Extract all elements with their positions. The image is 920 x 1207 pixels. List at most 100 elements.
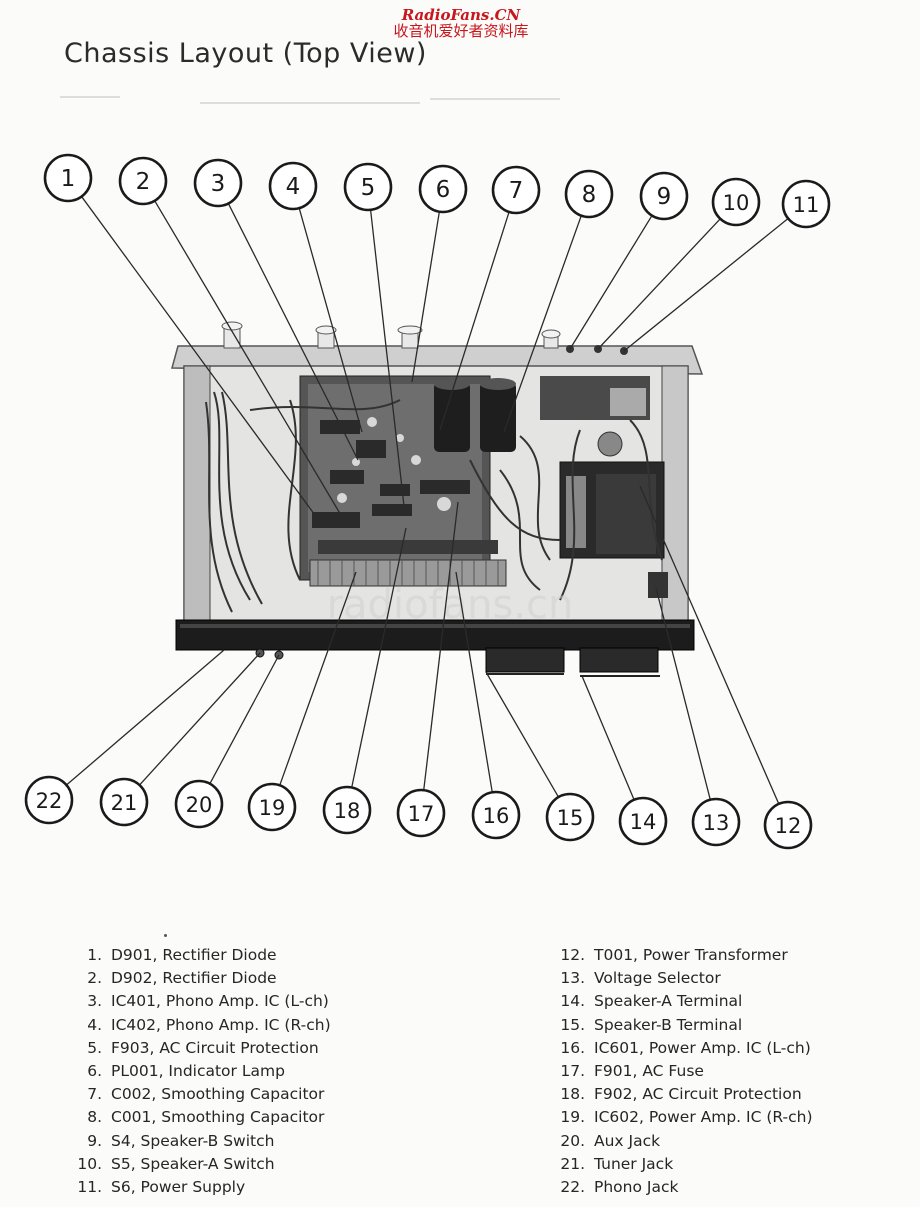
legend-item: 3. IC401, Phono Amp. IC (L-ch) [70,990,331,1013]
legend-item-number: 21. [560,1154,585,1173]
scan-artifacts [60,96,560,104]
callout-13: 13 [691,797,741,847]
callout-circle-12 [763,800,813,850]
callout-circle-17 [396,788,446,838]
leader-line-10 [597,218,721,350]
legend-item-text: PL001, Indicator Lamp [111,1061,285,1080]
legend-item-number: 22. [560,1177,585,1196]
callout-5: 5 [343,162,393,212]
legend-item-number: 19. [560,1108,585,1127]
callout-6: 6 [418,164,468,214]
callout-9: 9 [639,171,689,221]
callout-circle-7 [491,165,541,215]
leader-line-14 [581,675,635,801]
radiofans-watermark: RadioFans.CN 收音机爱好者资料库 [376,6,546,40]
callout-circle-4 [268,161,318,211]
legend-item-text: S6, Power Supply [111,1177,246,1196]
legend-item: 11. S6, Power Supply [70,1176,331,1199]
callout-number-20: 20 [186,793,213,817]
legend-item: 10. S5, Speaker-A Switch [70,1153,331,1176]
chassis-diagram: radiofans.cn 123456789101122212019181716… [24,96,831,850]
legend-item: 4. IC402, Phono Amp. IC (R-ch) [70,1014,331,1037]
legend-item: 7.C002, Smoothing Capacitor [70,1083,331,1106]
callout-21: 21 [99,777,149,827]
callout-number-4: 4 [286,174,301,200]
legend-item-number: 1. [87,946,102,964]
callout-22: 22 [24,775,74,825]
watermark-site-subtitle: 收音机爱好者资料库 [393,21,529,40]
leader-line-8 [503,215,582,433]
legend-item-text: IC402, Phono Amp. IC (R-ch) [111,1015,331,1034]
legend-item: 8.C001, Smoothing Capacitor [70,1106,331,1129]
callout-number-2: 2 [136,169,151,195]
legend-item-number: 4. [87,1015,102,1034]
legend-item-number: 17. [560,1061,585,1080]
legend-item: 12. T001, Power Transformer [546,944,813,967]
legend-item: 2.D902, Rectifier Diode [70,967,331,990]
leader-line-1 [81,196,321,523]
photo-watermark: radiofans.cn [327,582,574,628]
callout-number-7: 7 [509,178,524,204]
callout-circle-3 [193,158,243,208]
callout-circle-11 [781,179,831,229]
legend-item-number: 11. [77,1177,102,1196]
callout-11: 11 [781,179,831,229]
callout-3: 3 [193,158,243,208]
callout-7: 7 [491,165,541,215]
callout-circle-19 [247,782,297,832]
callout-circle-13 [691,797,741,847]
watermark-site-name: RadioFans.CN [401,6,521,24]
callout-20: 20 [174,779,224,829]
callout-2: 2 [118,156,168,206]
legend-item: 15.Speaker-B Terminal [546,1014,813,1037]
legend-item: 18.F902, AC Circuit Protection [546,1083,813,1106]
legend-item-text: F903, AC Circuit Protection [111,1038,319,1057]
callout-14: 14 [618,796,668,846]
legend-item-text: D902, Rectifier Diode [111,969,277,988]
callout-circle-1 [43,153,93,203]
legend-item-text: Speaker-A Terminal [594,992,743,1011]
legend-item-text: S5, Speaker-A Switch [111,1154,275,1173]
legend-item-number: 18. [560,1085,585,1104]
callout-circle-2 [118,156,168,206]
leader-line-6 [411,211,440,383]
legend-item-text: T001, Power Transformer [594,946,788,964]
callout-number-15: 15 [557,806,584,830]
callout-number-8: 8 [582,182,597,208]
legend-item: 9.S4, Speaker-B Switch [70,1130,331,1153]
callout-circle-22 [24,775,74,825]
legend-item: 22. Phono Jack [546,1176,813,1199]
chassis-photo: radiofans.cn [171,321,704,677]
legend-item-text: Aux Jack [594,1131,661,1150]
legend-item-text: Phono Jack [594,1177,679,1196]
legend-item-number: 9. [87,1131,102,1150]
leader-line-15 [485,671,560,798]
leader-line-11 [623,217,789,352]
callout-circle-8 [564,169,614,219]
callout-number-12: 12 [775,814,802,838]
legend-item: 21.Tuner Jack [546,1153,813,1176]
legend-item-number: 3. [87,992,102,1011]
callout-circle-20 [174,779,224,829]
legend-item-number: 16. [560,1038,585,1057]
leader-line-7 [439,211,510,431]
legend-item: 5.F903, AC Circuit Protection [70,1037,331,1060]
callout-circle-18 [322,785,372,835]
leader-lines [66,196,789,805]
legend-item: 1.D901, Rectifier Diode [70,944,331,967]
callout-number-14: 14 [630,810,657,834]
callout-circle-21 [99,777,149,827]
legend-item-text: IC401, Phono Amp. IC (L-ch) [111,992,329,1011]
callout-10: 10 [711,177,761,227]
legend-item-number: 10. [77,1154,102,1173]
callout-15: 15 [545,792,595,842]
leader-line-22 [66,649,225,786]
leader-line-19 [279,571,357,786]
callout-number-18: 18 [334,799,361,823]
legend-item-number: 12. [560,946,585,964]
callout-number-13: 13 [703,811,730,835]
page-title: Chassis Layout (Top View) [64,38,427,69]
legend-item-number: 15. [560,1015,585,1034]
legend-item-text: C001, Smoothing Capacitor [111,1108,325,1127]
